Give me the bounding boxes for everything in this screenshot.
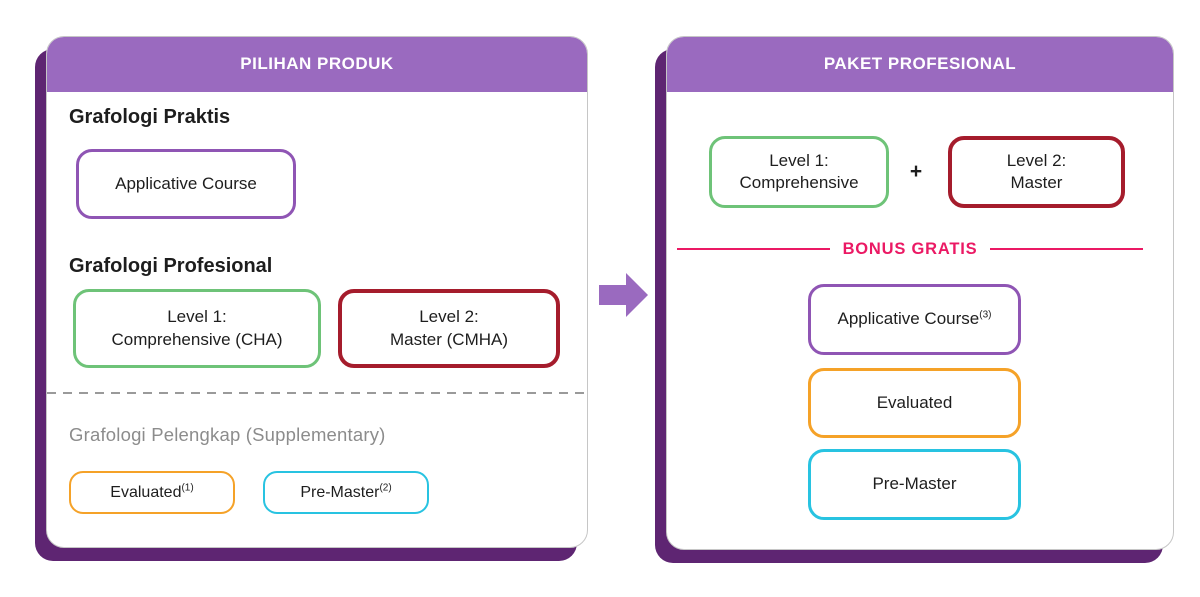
box-label-text: Pre-Master [300,483,380,501]
heading-grafologi-profesional: Grafologi Profesional [69,255,273,277]
box-label: Applicative Course(3) [838,308,992,330]
box-evaluated-1: Evaluated(1) [69,471,235,514]
box-label-text: Applicative Course [837,309,980,329]
divider-line-right [990,248,1144,250]
box-line1: Level 2: [1006,150,1067,170]
panel-title: PILIHAN PRODUK [240,54,394,73]
box-applicative-course: Applicative Course [76,149,296,219]
flow-arrow-icon [599,273,648,317]
box-label: Evaluated(1) [110,482,193,503]
heading-grafologi-praktis: Grafologi Praktis [69,106,231,128]
plus-sign: + [909,160,923,183]
paket-profesional-panel: PAKET PROFESIONAL Level 1: Comprehensive… [666,36,1174,550]
pilihan-produk-panel: PILIHAN PRODUK Grafologi Praktis Applica… [46,36,588,548]
box-line2: Master [1010,173,1063,192]
box-level2-master-cmha: Level 2: Master (CMHA) [338,289,560,368]
box-line1: Level 1: [769,150,829,170]
box-label-sup: (1) [181,482,194,494]
bonus-gratis-label: BONUS GRATIS [842,239,978,258]
panel-title: PAKET PROFESIONAL [823,54,1017,73]
divider-line-left [677,248,830,250]
box-level2-master: Level 2: Master [948,136,1125,208]
box-applicative-course-bonus: Applicative Course(3) [808,284,1021,355]
box-label-text: Evaluated [110,483,182,501]
box-line1: Level 1: [167,307,227,327]
box-pre-master-2: Pre-Master(2) [263,471,429,514]
box-level1-comprehensive-cha: Level 1: Comprehensive (CHA) [73,289,321,368]
pilihan-produk-header: PILIHAN PRODUK [47,37,587,92]
box-label-text: Pre-Master [872,474,957,494]
box-label: Evaluated [877,392,953,414]
box-line2: Comprehensive [739,173,859,192]
box-evaluated-bonus: Evaluated [808,368,1021,438]
box-line2: Comprehensive (CHA) [111,329,283,349]
box-label: Applicative Course [115,173,257,195]
box-line1: Level 2: [419,307,479,327]
dashed-divider [47,392,587,394]
paket-profesional-header: PAKET PROFESIONAL [667,37,1173,92]
box-label-sup: (2) [379,482,392,494]
heading-grafologi-pelengkap: Grafologi Pelengkap (Supplementary) [69,424,386,445]
box-level1-comprehensive: Level 1: Comprehensive [709,136,889,208]
box-label-sup: (3) [979,309,992,321]
bonus-gratis-divider: BONUS GRATIS [677,237,1144,261]
box-line2: Master (CMHA) [389,329,509,349]
box-label: Pre-Master [872,473,956,495]
box-label-text: Applicative Course [115,173,257,193]
box-label-text: Evaluated [876,392,953,412]
box-pre-master-bonus: Pre-Master [808,449,1021,520]
box-label: Pre-Master(2) [300,482,391,503]
